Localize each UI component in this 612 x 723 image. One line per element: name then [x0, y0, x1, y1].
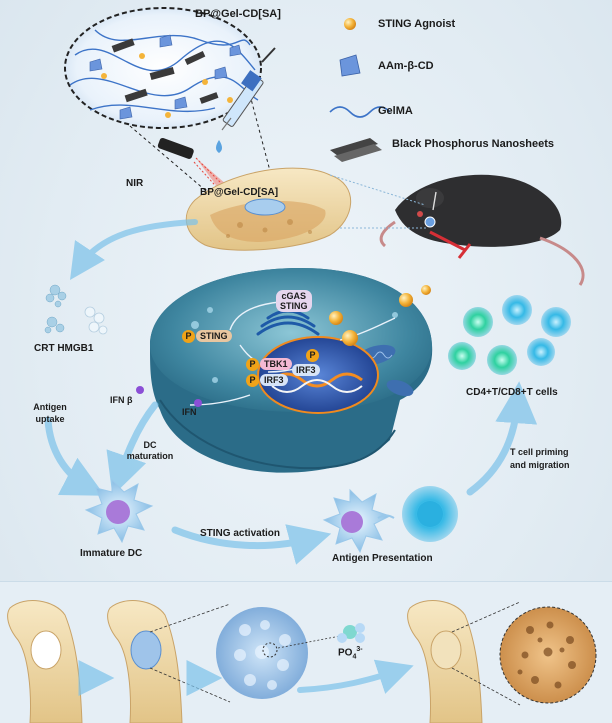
hydrogel-zoom [64, 7, 262, 129]
sting-left-pill: STING [196, 330, 232, 342]
inhibit-bar [457, 243, 472, 259]
bp-sheet-icon [330, 138, 382, 162]
legend [329, 18, 391, 162]
cgas-label: cGAS [281, 291, 307, 301]
ifn-label: IFN [182, 407, 197, 417]
antigen-uptake-label-1: Antigen [33, 402, 67, 412]
dc-maturation-label-1: DC [143, 440, 157, 450]
legend-label-aam-cd: AAm-β-CD [378, 60, 434, 72]
phospho-badge-sting: P [182, 330, 195, 343]
inhibit-line [429, 230, 466, 252]
gelma-wave-icon [329, 106, 391, 118]
irf3-left-pill: IRF3 [260, 374, 288, 386]
t-cells-label: CD4+T/CD8+T cells [466, 387, 558, 398]
sting-top-label: STING [280, 301, 308, 311]
phosphate-label: PO43- [338, 646, 363, 661]
cone-icon [339, 54, 361, 77]
t-cell-priming-label-2: and migration [510, 460, 570, 470]
nir-label: NIR [126, 178, 144, 189]
irf3-nucleus-pill: IRF3 [292, 364, 320, 376]
syringe [216, 47, 276, 153]
t-cell-priming-label-1: T cell priming [510, 447, 569, 457]
mouse-illustration [379, 174, 585, 286]
legend-label-gelma: GelMA [378, 105, 413, 117]
immature-dc [84, 478, 154, 544]
immature-dc-label: Immature DC [80, 548, 143, 559]
ifn-beta-label: IFN β [110, 395, 133, 405]
mature-dc [322, 486, 458, 554]
phospho-badge-nucleus: P [306, 349, 319, 362]
dc-maturation-label-2: maturation [126, 451, 174, 461]
tumor-cell [150, 268, 433, 473]
phospho-badge-tbk1: P [246, 358, 259, 371]
bone-section [185, 167, 352, 251]
legend-label-sting-agonist: STING Agnoist [378, 18, 456, 30]
antigen-uptake-label-2: uptake [35, 414, 65, 424]
damp-icons [44, 284, 108, 335]
bone-hydrogel-label: BP@Gel-CD[SA] [200, 187, 279, 198]
sting-agonist-icon [344, 18, 356, 30]
legend-label-bp: Black Phosphorus Nanosheets [392, 138, 554, 150]
crt-hmgb1-label: CRT HMGB1 [34, 343, 94, 354]
sting-agonist-particles [329, 285, 431, 346]
sting-activation-label: STING activation [200, 528, 281, 539]
ifn-beta-dot [136, 386, 144, 394]
t-cells [448, 295, 571, 375]
hydrogel-title: BP@Gel-CD[SA] [195, 8, 281, 20]
phosphate-icon [337, 623, 365, 643]
phospho-badge-irf3: P [246, 374, 259, 387]
cgas-sting-complex: cGAS STING [276, 290, 312, 312]
antigen-presentation-label: Antigen Presentation [332, 553, 433, 564]
ifn-dot [194, 399, 202, 407]
tbk1-pill: TBK1 [260, 358, 292, 370]
